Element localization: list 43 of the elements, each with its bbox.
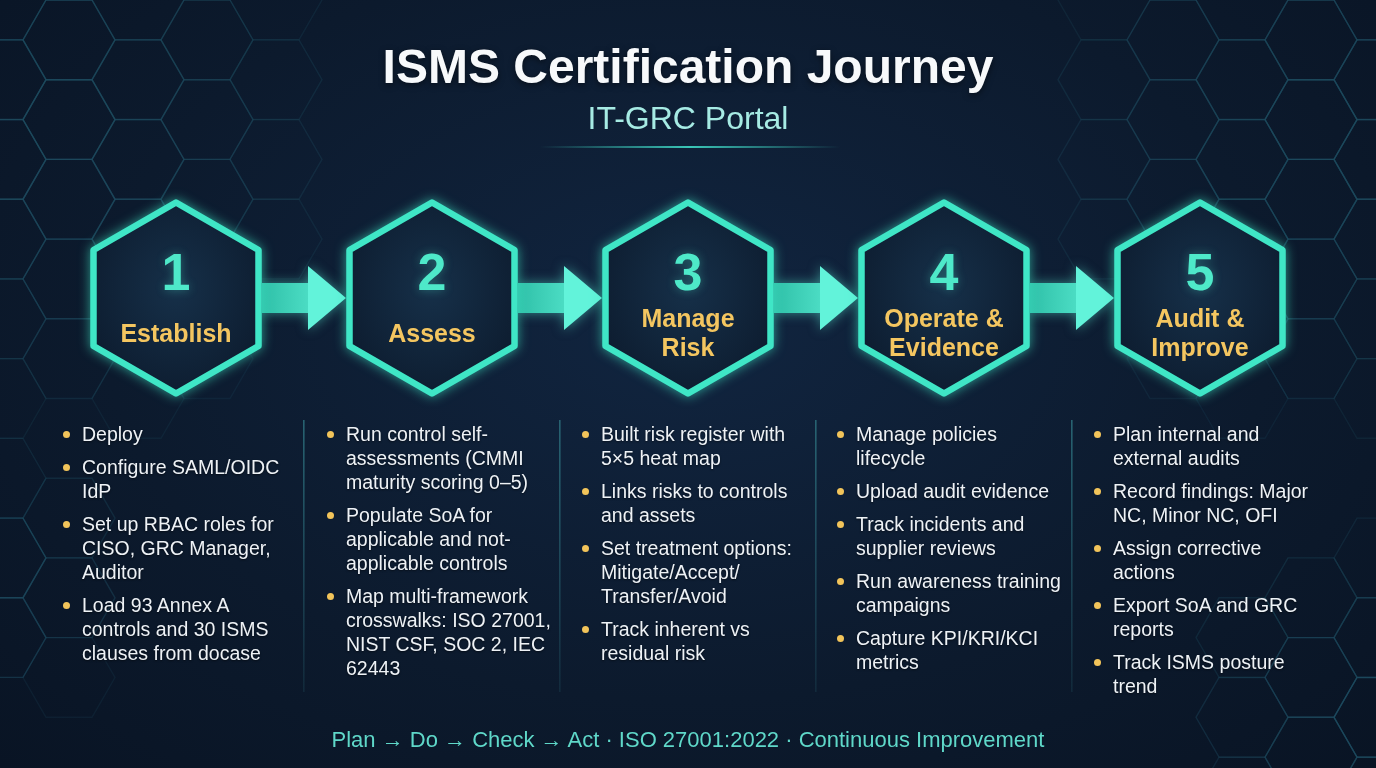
arrow: [774, 266, 858, 330]
list-item-text: Export SoA and GRC reports: [1113, 593, 1299, 641]
step-title: Assess: [388, 318, 476, 348]
list-item-text: Built risk register with 5×5 heat map: [601, 422, 787, 470]
list-item-text: Map multi-framework crosswalks: ISO 27001, NIST CSF, SOC 2, IEC 62443: [346, 584, 552, 680]
list-item-text: Deploy: [82, 422, 143, 446]
footer-caption: Plan → Do → Check → Act · ISO 27001:2022 · Continuous Improvement: [331, 726, 1045, 754]
list-item-text: Run awareness training campaigns: [856, 569, 1062, 617]
step-number: 5: [1185, 242, 1215, 302]
step-number: 4: [929, 242, 959, 302]
step-number: 2: [417, 242, 447, 302]
list-item-text: Set up RBAC roles for CISO, GRC Manager, Auditor: [82, 512, 275, 584]
step-title: Operate & Evidence: [883, 304, 1005, 362]
list-item-text: Links risks to controls and assets: [601, 479, 789, 527]
list-item-text: Track inherent vs residual risk: [601, 617, 751, 665]
list-item-text: Populate SoA for applicable and not-applicable controls: [346, 503, 512, 575]
step-number: 3: [673, 242, 703, 302]
step-title: Manage Risk: [640, 304, 736, 362]
arrow: [518, 266, 602, 330]
list-item-text: Record findings: Major NC, Minor NC, OFI: [1113, 479, 1310, 527]
step-number: 1: [161, 242, 191, 302]
list-item-text: Track incidents and supplier reviews: [856, 512, 1026, 560]
list-item-text: Track ISMS posture trend: [1113, 650, 1286, 698]
list-item-text: Configure SAML/OIDC IdP: [82, 455, 281, 503]
list-item-text: Load 93 Annex A controls and 30 ISMS clauses from docase: [82, 593, 270, 665]
step-hexagon: [858, 199, 1030, 397]
step-hexagon: [602, 199, 774, 397]
list-item-text: Assign corrective actions: [1113, 536, 1263, 584]
list-item-text: Capture KPI/KRI/KCI metrics: [856, 626, 1040, 674]
step-hexagon: [90, 199, 262, 397]
subtitle: IT-GRC Portal: [587, 99, 789, 138]
arrow: [262, 266, 346, 330]
list-item-text: Set treatment options: Mitigate/Accept/Transfer/Avoid: [601, 536, 793, 608]
title: ISMS Certification Journey: [382, 39, 994, 95]
step-hexagon: [1114, 199, 1286, 397]
arrow: [1030, 266, 1114, 330]
step-title: Audit & Improve: [1150, 304, 1250, 362]
list-item-text: Plan internal and external audits: [1113, 422, 1261, 470]
step-title: Establish: [120, 318, 232, 348]
list-item-text: Run control self-assessments (CMMI maturity scoring 0–5): [346, 422, 530, 494]
step-hexagon: [346, 199, 518, 397]
list-item-text: Manage policies lifecycle: [856, 422, 998, 470]
list-item-text: Upload audit evidence: [856, 479, 1049, 503]
